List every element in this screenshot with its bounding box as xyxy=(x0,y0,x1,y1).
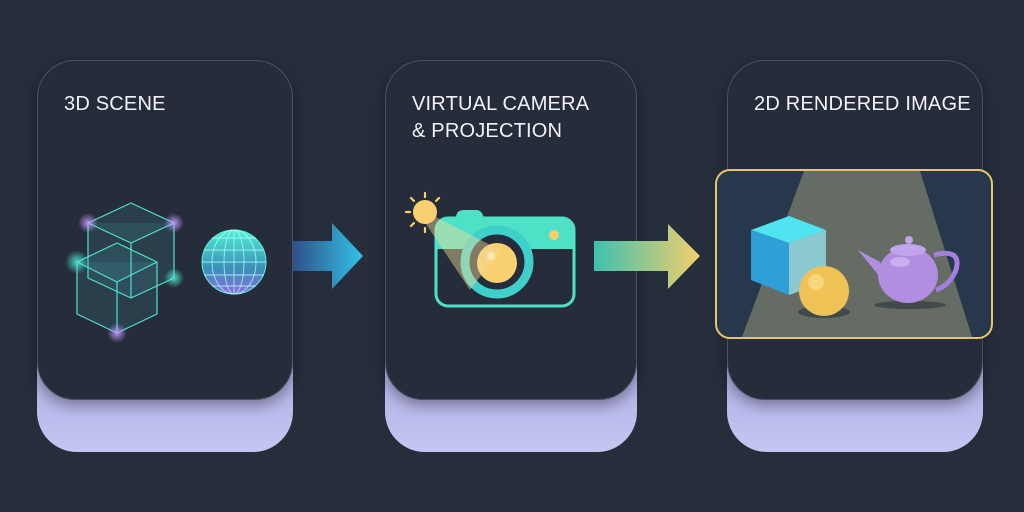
step-title: 3D SCENE xyxy=(64,91,166,118)
step-card-rendered-image: 2D RENDERED IMAGE xyxy=(727,60,983,452)
card-face: VIRTUAL CAMERA & PROJECTION xyxy=(385,60,637,400)
step-card-3d-scene: 3D SCENE xyxy=(37,60,293,452)
step-card-camera: VIRTUAL CAMERA & PROJECTION xyxy=(385,60,637,452)
title-line: 2D RENDERED IMAGE xyxy=(754,93,971,115)
card-face: 3D SCENE xyxy=(37,60,293,400)
title-line: & PROJECTION xyxy=(412,120,563,142)
step-title: VIRTUAL CAMERA & PROJECTION xyxy=(412,91,589,145)
title-line: VIRTUAL CAMERA xyxy=(412,93,590,115)
arrow-right-icon xyxy=(293,223,363,289)
title-line: 3D SCENE xyxy=(64,93,166,115)
step-title: 2D RENDERED IMAGE xyxy=(754,91,971,118)
card-face: 2D RENDERED IMAGE xyxy=(727,60,983,400)
